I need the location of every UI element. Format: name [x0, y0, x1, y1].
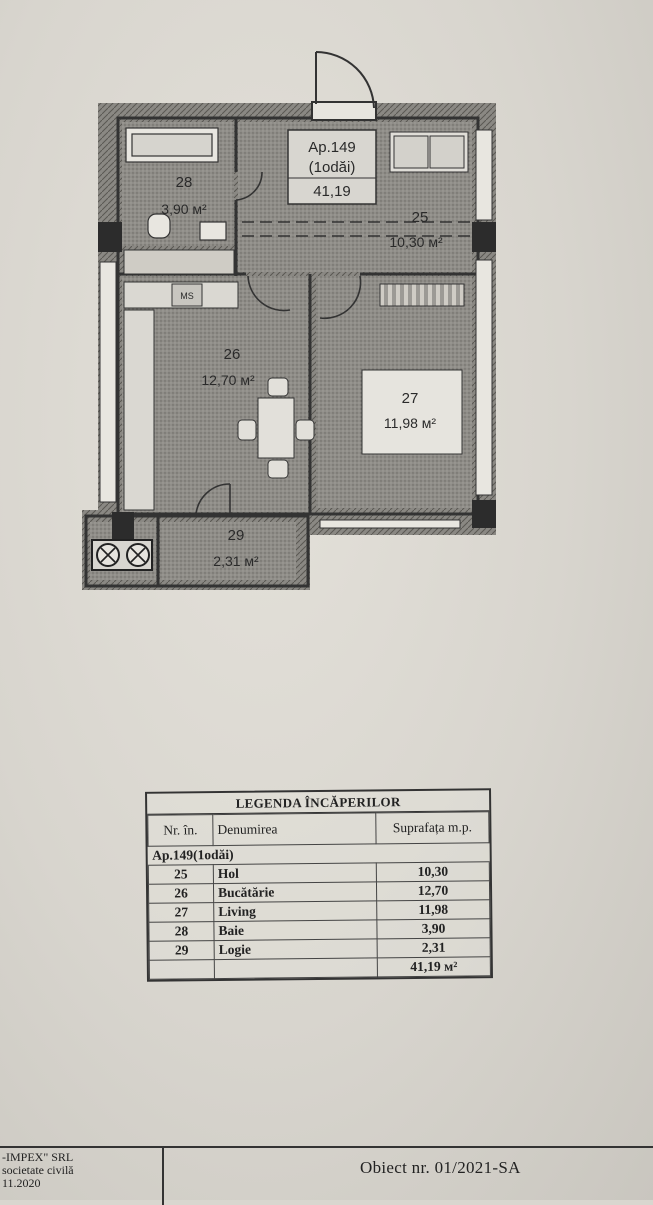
row-area: 12,70 [376, 880, 490, 901]
windows [99, 129, 493, 529]
floor-plan: Ap.149 (1odăi) 41,19 28 3,90 м² 25 10,30… [82, 51, 496, 590]
fixture-label: MS [180, 291, 194, 301]
row-name: Baie [213, 919, 378, 941]
apartment-label-box [287, 129, 377, 205]
apartment-label-line3: 41,19 [313, 183, 351, 200]
room-29-number: 29 [228, 527, 245, 544]
row-nr: 25 [148, 864, 214, 885]
object-number: Obiect nr. 01/2021-SA [360, 1158, 521, 1177]
room-26-area: 12,70 м² [201, 372, 255, 388]
row-nr: 27 [148, 902, 214, 923]
room-27-area: 11,98 м² [384, 415, 437, 431]
company-line: -IMPEX" SRL [2, 1150, 74, 1164]
header-nr: Nr. în. [147, 814, 214, 847]
company-line: societate civilă [2, 1163, 74, 1177]
room-29-area: 2,31 м² [213, 553, 259, 569]
company-line: 11.2020 [2, 1176, 41, 1190]
bathroom-fixtures [125, 127, 227, 241]
room-legend: LEGENDA ÎNCĂPERILOR Nr. în. Denumirea Su… [145, 788, 493, 982]
room-25-number: 25 [412, 209, 429, 226]
row-name: Bucătărie [213, 881, 377, 903]
room-26-number: 26 [224, 346, 241, 363]
title-block: -IMPEX" SRL societate civilă 11.2020 Obi… [0, 1146, 653, 1205]
apartment-label-line2: (1odăi) [309, 159, 356, 176]
pillars [98, 222, 496, 540]
row-name: Hol [213, 862, 377, 884]
row-area: 11,98 [376, 899, 490, 920]
room-28-area: 3,90 м² [161, 201, 207, 217]
legend-total-row: 41,19 м² [149, 956, 491, 980]
row-nr: 29 [149, 940, 215, 961]
row-name: Logie [214, 938, 378, 960]
apartment-label-line1: Ap.149 [308, 139, 356, 156]
row-nr: 26 [148, 883, 214, 904]
legend-header-row: Nr. în. Denumirea Suprafața m.p. [147, 811, 490, 847]
header-name: Denumirea [212, 812, 377, 846]
row-area: 2,31 [377, 937, 491, 958]
entrance-door [311, 51, 377, 121]
legend-total: 41,19 м² [377, 956, 491, 977]
living-furniture [361, 131, 469, 455]
legend-table: Nr. în. Denumirea Suprafața m.p. Ap.149(… [147, 811, 491, 980]
loggia-burners [91, 539, 153, 571]
room-27-number: 27 [402, 390, 419, 407]
row-area: 3,90 [376, 918, 491, 939]
interior-doors [195, 171, 362, 515]
room-28-number: 28 [176, 174, 193, 191]
hall-dash-lines [242, 221, 470, 237]
room-25-area: 10,30 м² [389, 234, 443, 250]
dining-table [237, 377, 315, 479]
row-area: 10,30 [376, 861, 490, 882]
kitchen-counter [123, 249, 239, 511]
row-nr: 28 [148, 921, 215, 942]
company-block: -IMPEX" SRL societate civilă 11.2020 [0, 1148, 164, 1205]
row-name: Living [213, 900, 377, 922]
header-area: Suprafața m.p. [375, 811, 490, 844]
